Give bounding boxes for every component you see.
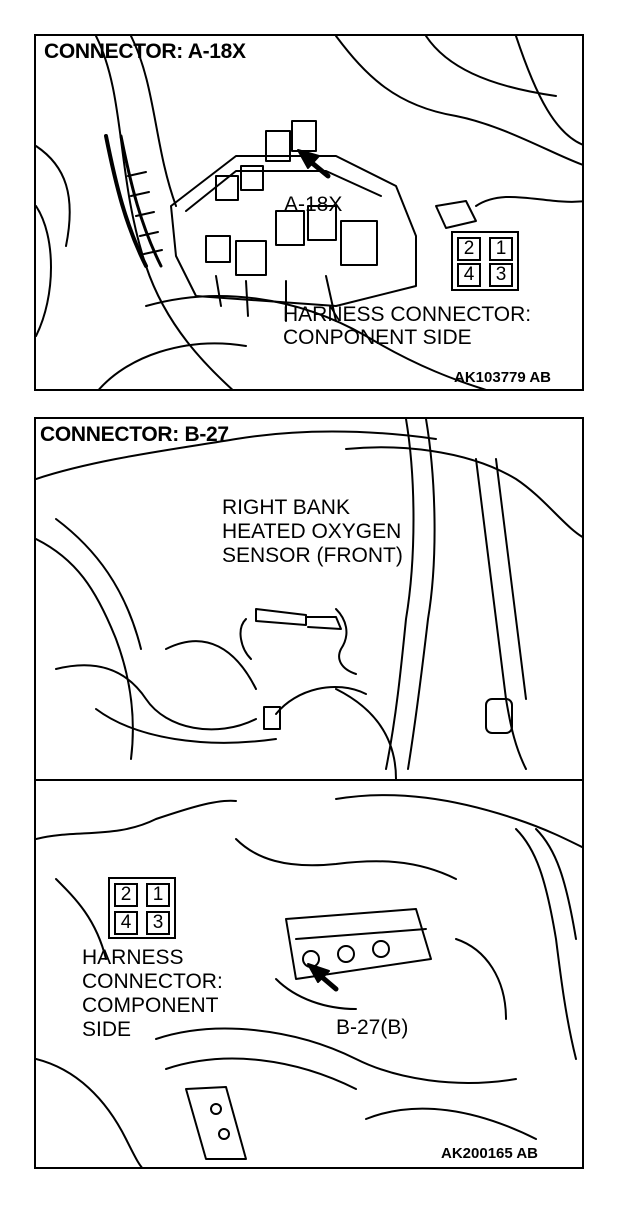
pin-3: 3	[146, 911, 170, 935]
connector-pinout-diagram: 2 1 4 3	[108, 877, 176, 939]
pin-3: 3	[489, 263, 513, 287]
figure-code: AK103779 AB	[454, 369, 551, 386]
harness-label-line-2: CONNECTOR:	[82, 970, 223, 993]
harness-label-line-2: CONPONENT SIDE	[283, 326, 472, 349]
connector-callout-label: B-27(B)	[336, 1016, 409, 1039]
sensor-label-line-2: HEATED OXYGEN	[222, 520, 402, 543]
panel-title: CONNECTOR: A-18X	[44, 40, 246, 63]
connector-pinout-diagram: 2 1 4 3	[451, 231, 519, 291]
harness-label-line-4: SIDE	[82, 1018, 132, 1041]
pin-1: 1	[489, 237, 513, 261]
sensor-label-line-3: SENSOR (FRONT)	[222, 544, 403, 567]
connector-callout-label: A-18X	[284, 193, 343, 216]
harness-label-line-1: HARNESS	[82, 946, 184, 969]
engine-bay-illustration-a	[36, 36, 582, 389]
connector-a18x-panel: CONNECTOR: A-18X A-18X 2 1 4 3 HARNESS C…	[34, 34, 584, 391]
harness-label-line-1: HARNESS CONNECTOR:	[283, 303, 532, 326]
pin-2: 2	[457, 237, 481, 261]
figure-code: AK200165 AB	[441, 1145, 538, 1162]
pin-4: 4	[457, 263, 481, 287]
harness-label-line-3: COMPONENT	[82, 994, 219, 1017]
sensor-label-line-1: RIGHT BANK	[222, 496, 350, 519]
panel-title: CONNECTOR: B-27	[40, 423, 229, 446]
pin-1: 1	[146, 883, 170, 907]
pin-2: 2	[114, 883, 138, 907]
pin-4: 4	[114, 911, 138, 935]
engine-bay-illustration-b	[36, 419, 582, 1167]
connector-b27-panel: CONNECTOR: B-27 RIGHT BANK HEATED OXYGEN…	[34, 417, 584, 1169]
view-divider	[36, 779, 582, 781]
